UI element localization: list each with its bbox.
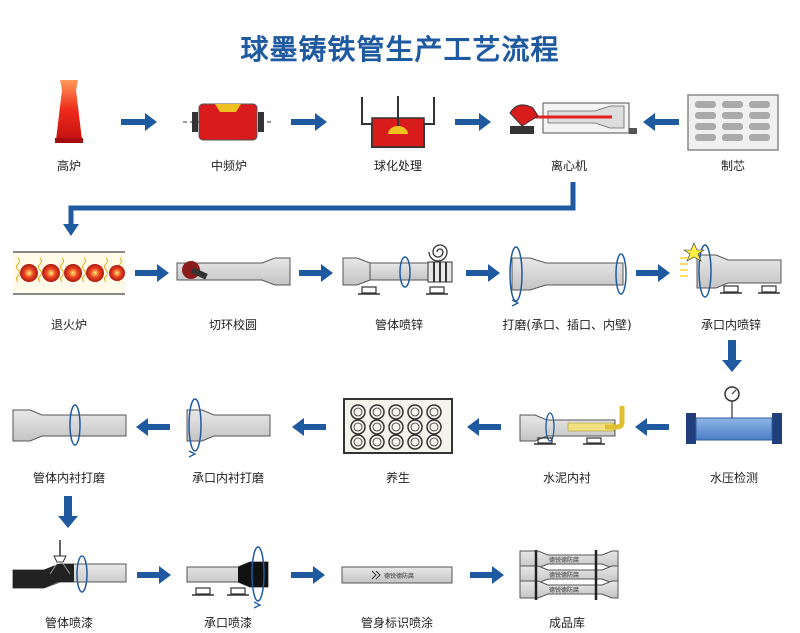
step-label-socket-painting: 承口喷漆 — [203, 616, 252, 630]
step-label-cement-lining: 水泥内衬 — [542, 471, 591, 485]
step-label-pipe-zinc-spray: 管体喷锌 — [374, 318, 423, 332]
arrow-right — [466, 264, 500, 282]
step-label-pipe-marking: 管身标识喷涂 — [360, 616, 433, 630]
step-label-annealing: 退火炉 — [50, 318, 87, 332]
step-label-centrifuge: 离心机 — [550, 159, 587, 173]
arrow-right — [121, 113, 157, 131]
step-label-spheroidizing: 球化处理 — [373, 159, 422, 173]
row4-arrows — [137, 566, 504, 584]
step-label-blast-furnace: 高炉 — [56, 159, 81, 173]
core-making-icon — [687, 94, 779, 151]
page-title: 球墨铸铁管生产工艺流程 — [240, 33, 560, 66]
arrow-right — [291, 566, 325, 584]
step-label-socket-lining-grinding: 承口内衬打磨 — [191, 471, 264, 485]
socket-lining-grinding-icon — [186, 398, 271, 458]
arrow-right — [135, 264, 169, 282]
arrow-left — [136, 418, 170, 436]
socket-painting-icon — [186, 546, 269, 609]
row3-arrows — [58, 418, 669, 528]
step-label-pipe-lining-grinding: 管体内衬打磨 — [32, 471, 105, 485]
arrow-right — [455, 113, 491, 131]
curing-rack-icon — [343, 398, 453, 454]
pipe-mark-text: 德锐德防腐 — [549, 586, 579, 594]
logo-icon — [371, 570, 381, 580]
arrow-right — [636, 264, 670, 282]
step-label-ring-cutting: 切环校圆 — [208, 318, 257, 332]
pipe-mark-text: 德锐德防腐 — [384, 572, 414, 580]
arrow-right — [299, 264, 333, 282]
cement-lining-icon — [519, 406, 625, 445]
arrow-left — [292, 418, 326, 436]
arrow-down — [58, 496, 78, 528]
arrow-left — [467, 418, 501, 436]
pipe-lining-grinding-icon — [12, 404, 127, 446]
arrow-left — [635, 418, 669, 436]
pipe-painting-icon — [12, 540, 127, 593]
arrow-right — [470, 566, 504, 584]
row1-arrows — [121, 113, 679, 131]
ring-cutting-pipe-icon — [176, 257, 291, 286]
arrow-down — [722, 340, 742, 372]
annealing-furnace-icon — [13, 251, 125, 295]
step-label-induction-furnace: 中频炉 — [210, 159, 247, 173]
step-label-grinding: 打磨(承口、插口、内壁) — [502, 318, 632, 332]
pipe-marking-icon: 德锐德防腐 — [341, 566, 453, 584]
row2-arrows — [135, 264, 742, 372]
spheroidizing-ladle-icon — [361, 96, 435, 148]
step-label-hydro-test: 水压检测 — [709, 471, 758, 485]
arrow-right — [291, 113, 327, 131]
pipe-mark-text: 德锐德防腐 — [549, 556, 579, 564]
arrow-right — [137, 566, 171, 584]
induction-furnace-icon — [183, 103, 272, 141]
step-label-core-making: 制芯 — [720, 159, 745, 173]
pipe-mark-text: 德锐德防腐 — [549, 571, 579, 579]
pipe-zinc-spray-icon — [342, 244, 453, 295]
pipe-grinding-icon — [509, 246, 627, 307]
connector-arrow — [63, 182, 576, 236]
arrow-left — [643, 113, 679, 131]
centrifuge-machine-icon — [509, 102, 637, 134]
step-label-socket-zinc-spray: 承口内喷锌 — [700, 318, 761, 332]
step-label-pipe-painting: 管体喷漆 — [44, 616, 93, 630]
finished-goods-icon: 德锐德防腐 德锐德防腐 德锐德防腐 — [519, 550, 619, 600]
step-label-finished-goods: 成品库 — [548, 616, 585, 630]
step-label-curing: 养生 — [385, 471, 410, 485]
blast-furnace-icon — [55, 80, 83, 143]
hydrostatic-test-icon — [686, 386, 782, 444]
socket-zinc-spray-icon — [680, 242, 782, 298]
